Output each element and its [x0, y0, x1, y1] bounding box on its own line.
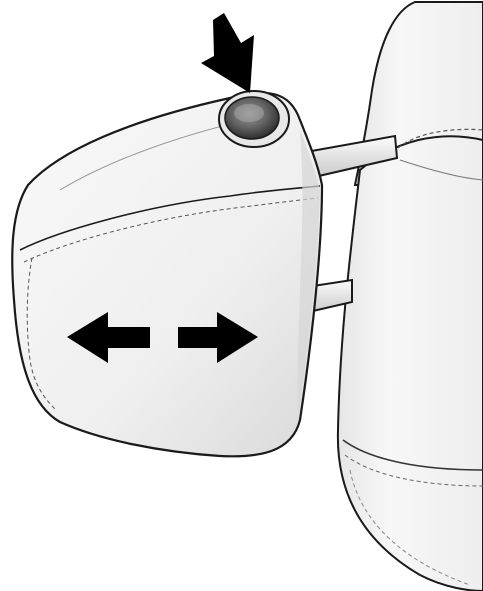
seatback: [338, 2, 483, 591]
headrest: [12, 93, 322, 456]
arrow-down-icon: [201, 13, 254, 93]
release-button: [219, 91, 289, 147]
